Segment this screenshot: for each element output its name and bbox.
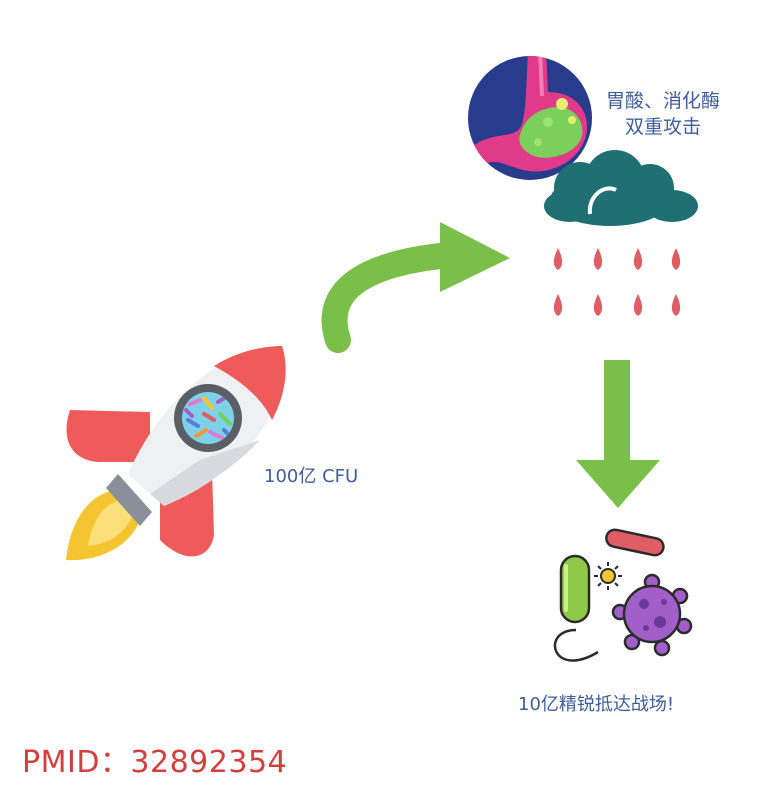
stomach-attack-line-1: 胃酸、消化酶 bbox=[605, 90, 720, 112]
stomach-icon bbox=[468, 56, 592, 180]
small-bacterium-icon bbox=[594, 562, 622, 590]
arrival-label: 10亿精锐抵达战场! bbox=[518, 694, 675, 715]
cfu-label: 100亿 CFU bbox=[264, 466, 359, 487]
stomach-attack-label: 胃酸、消化酶 双重攻击 bbox=[598, 88, 728, 140]
rocket-icon bbox=[66, 346, 286, 561]
rain-cloud-icon bbox=[544, 150, 698, 316]
curved-arrow-icon bbox=[321, 222, 510, 353]
stomach-attack-line-2: 双重攻击 bbox=[624, 116, 701, 138]
pmid-label: PMID：32892354 bbox=[22, 745, 288, 780]
down-arrow-icon bbox=[576, 360, 660, 508]
acid-drops-icon bbox=[553, 248, 681, 316]
bacteria-icon bbox=[553, 528, 693, 662]
virus-icon bbox=[611, 573, 693, 657]
